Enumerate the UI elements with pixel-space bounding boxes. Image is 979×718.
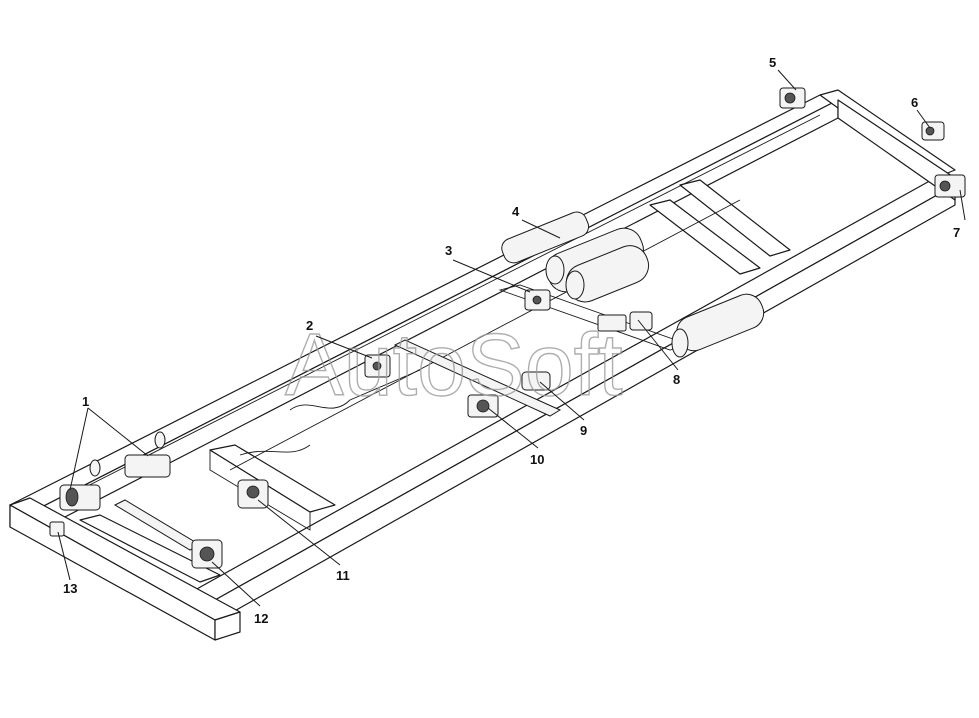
brake-chamber-front: [59, 431, 171, 511]
callout-8: 8: [673, 372, 680, 387]
rear-bracket-5: [779, 87, 806, 109]
callout-3: 3: [445, 243, 452, 258]
crossmember-rear-1: [649, 179, 791, 275]
valve-3: [524, 289, 551, 311]
rear-bracket-7: [934, 174, 966, 198]
callout-1: 1: [82, 394, 89, 409]
crossmember-front: [79, 514, 221, 583]
valve-10: [467, 394, 499, 418]
leader-lines: [57, 69, 966, 607]
callout-13: 13: [63, 581, 77, 596]
rear-crossmember: [819, 89, 956, 201]
bracket-8: [597, 311, 653, 332]
air-tube: [113, 339, 562, 551]
watermark: AutoSoft: [285, 315, 623, 414]
valve-9: [521, 371, 551, 391]
front-crossmember: [9, 497, 241, 641]
callout-2: 2: [306, 318, 313, 333]
air-receiver-single: [671, 293, 765, 358]
valve-2: [364, 354, 391, 378]
inner-rail-lines: [59, 114, 821, 501]
rear-bracket-6: [921, 121, 945, 141]
callout-12: 12: [254, 611, 268, 626]
callout-10: 10: [530, 452, 544, 467]
callout-7: 7: [953, 225, 960, 240]
callout-9: 9: [580, 423, 587, 438]
valve-11: [237, 479, 269, 509]
crossmember-mid: [209, 444, 336, 531]
callout-6: 6: [911, 95, 918, 110]
callout-4: 4: [512, 204, 520, 219]
bracket-13: [49, 521, 65, 537]
valve-12: [191, 539, 223, 569]
callout-11: 11: [336, 568, 350, 583]
callout-5: 5: [769, 55, 776, 70]
air-receivers: [501, 211, 650, 303]
